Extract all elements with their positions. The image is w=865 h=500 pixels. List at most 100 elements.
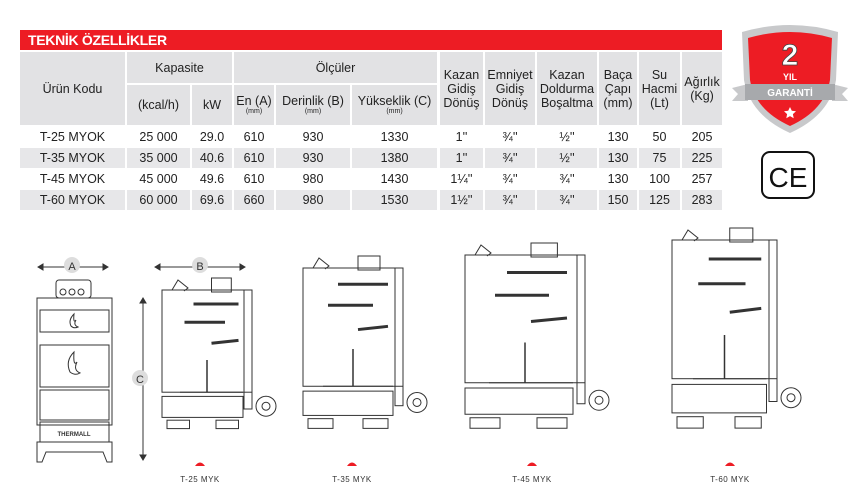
header-product-code-text: Ürün Kodu bbox=[42, 81, 103, 96]
header-width-text: En (A) bbox=[236, 94, 272, 108]
header-weight-text: Ağırlık (Kg) bbox=[684, 74, 720, 103]
ce-mark: CE bbox=[761, 151, 815, 199]
table-cell: 40.6 bbox=[192, 148, 232, 168]
table-cell-text: ¾'' bbox=[502, 193, 518, 207]
table-cell-text: T-25 MYOK bbox=[39, 130, 106, 144]
table-cell: T-25 MYOK bbox=[20, 127, 125, 147]
table-cell-text: 75 bbox=[652, 151, 667, 165]
table-cell: 49.6 bbox=[192, 169, 232, 189]
table-cell: 150 bbox=[599, 190, 637, 210]
table-cell: 610 bbox=[234, 148, 274, 168]
table-cell-text: 130 bbox=[607, 130, 629, 144]
header-depth: Derinlik (B)(mm) bbox=[276, 85, 350, 125]
table-cell-text: 610 bbox=[243, 172, 265, 186]
flame-icon bbox=[69, 312, 80, 329]
table-cell: 1380 bbox=[352, 148, 437, 168]
table-cell: 980 bbox=[276, 169, 350, 189]
table-cell-text: 1'' bbox=[455, 130, 468, 144]
section-title: TEKNİK ÖZELLİKLER bbox=[20, 30, 722, 50]
model-label: T-35 MYK bbox=[332, 475, 372, 484]
warranty-badge: 2 YIL GARANTİ bbox=[732, 25, 848, 133]
table-cell: 1¼'' bbox=[440, 169, 483, 189]
header-capacity-text: Kapasite bbox=[155, 60, 204, 75]
table-cell-text: 1330 bbox=[380, 130, 409, 144]
table-cell-text: 1530 bbox=[380, 193, 409, 207]
table-cell: 69.6 bbox=[192, 190, 232, 210]
table-cell-text: 150 bbox=[607, 193, 629, 207]
table-cell: 50 bbox=[639, 127, 680, 147]
table-cell-text: 69.6 bbox=[199, 193, 225, 207]
table-cell: 205 bbox=[682, 127, 722, 147]
table-cell: 1'' bbox=[440, 148, 483, 168]
table-cell: 283 bbox=[682, 190, 722, 210]
table-cell: T-45 MYOK bbox=[20, 169, 125, 189]
header-kw-text: kW bbox=[202, 98, 222, 112]
table-cell-text: 25 000 bbox=[139, 130, 178, 144]
header-safety-flow: Emniyet Gidiş Dönüş bbox=[485, 52, 535, 125]
header-height: Yükseklik (C)(mm) bbox=[352, 85, 437, 125]
header-fill-drain: Kazan Doldurma Boşaltma bbox=[537, 52, 597, 125]
header-capacity: Kapasite bbox=[127, 52, 232, 83]
header-boiler-flow-text: Kazan Gidiş Dönüş bbox=[443, 67, 480, 110]
table-cell-text: ¾'' bbox=[502, 130, 518, 144]
side-view-drawing bbox=[302, 255, 428, 429]
table-cell: 257 bbox=[682, 169, 722, 189]
header-dimensions: Ölçüler bbox=[234, 52, 437, 83]
table-cell: ¾'' bbox=[537, 190, 597, 210]
table-cell: 225 bbox=[682, 148, 722, 168]
model-label: T-60 MYK bbox=[710, 475, 750, 484]
table-cell: ¾'' bbox=[537, 169, 597, 189]
table-cell-text: 1¼'' bbox=[450, 172, 473, 186]
dim-c-label: C bbox=[136, 374, 144, 386]
table-cell-text: 45 000 bbox=[139, 172, 178, 186]
header-flue: Baça Çapı (mm) bbox=[599, 52, 637, 125]
side-view-drawing bbox=[161, 277, 277, 430]
front-view-drawing: A THERMALL bbox=[36, 257, 113, 463]
table-cell-text: 100 bbox=[649, 172, 670, 186]
table-cell: 75 bbox=[639, 148, 680, 168]
table-cell-text: 130 bbox=[607, 151, 629, 165]
dim-b-label: B bbox=[196, 261, 203, 273]
model-marker-icon bbox=[725, 462, 735, 466]
table-cell-text: 49.6 bbox=[199, 172, 225, 186]
header-height-text: Yükseklik (C) bbox=[357, 94, 432, 108]
header-dimensions-text: Ölçüler bbox=[315, 60, 356, 75]
table-cell-text: 50 bbox=[652, 130, 667, 144]
unit-label: (mm) bbox=[386, 108, 403, 115]
table-cell: ¾'' bbox=[485, 190, 535, 210]
model-label: T-45 MYK bbox=[512, 475, 552, 484]
table-cell-text: 610 bbox=[243, 130, 265, 144]
star-icon bbox=[784, 107, 796, 119]
header-water: Su Hacmi (Lt) bbox=[639, 52, 680, 125]
table-cell: 1530 bbox=[352, 190, 437, 210]
table-cell-text: ½'' bbox=[559, 130, 575, 144]
table-cell: ¾'' bbox=[485, 169, 535, 189]
model-label: T-25 MYK bbox=[180, 475, 220, 484]
table-cell: 930 bbox=[276, 127, 350, 147]
table-cell: 125 bbox=[639, 190, 680, 210]
table-cell-text: ¾'' bbox=[502, 151, 518, 165]
table-cell: 610 bbox=[234, 169, 274, 189]
header-fill-drain-text: Kazan Doldurma Boşaltma bbox=[539, 67, 595, 110]
brand-label: THERMALL bbox=[58, 432, 91, 438]
table-cell-text: 125 bbox=[649, 193, 670, 207]
header-width: En (A)(mm) bbox=[234, 85, 274, 125]
header-product-code: Ürün Kodu bbox=[20, 52, 125, 125]
table-cell: 45 000 bbox=[127, 169, 190, 189]
badge-year: YIL bbox=[783, 72, 798, 82]
header-water-text: Su Hacmi (Lt) bbox=[641, 67, 678, 110]
table-cell-text: T-60 MYOK bbox=[39, 193, 106, 207]
unit-label: (mm) bbox=[245, 108, 263, 115]
table-cell: 29.0 bbox=[192, 127, 232, 147]
table-cell: ¾'' bbox=[485, 148, 535, 168]
table-cell-text: 1'' bbox=[455, 151, 468, 165]
table-cell-text: 283 bbox=[691, 193, 713, 207]
table-cell: 980 bbox=[276, 190, 350, 210]
table-cell-text: 1380 bbox=[380, 151, 409, 165]
ce-text: CE bbox=[769, 162, 808, 193]
table-cell: 1430 bbox=[352, 169, 437, 189]
side-view-drawing bbox=[464, 242, 610, 429]
table-cell: 100 bbox=[639, 169, 680, 189]
flame-icon bbox=[67, 350, 82, 375]
